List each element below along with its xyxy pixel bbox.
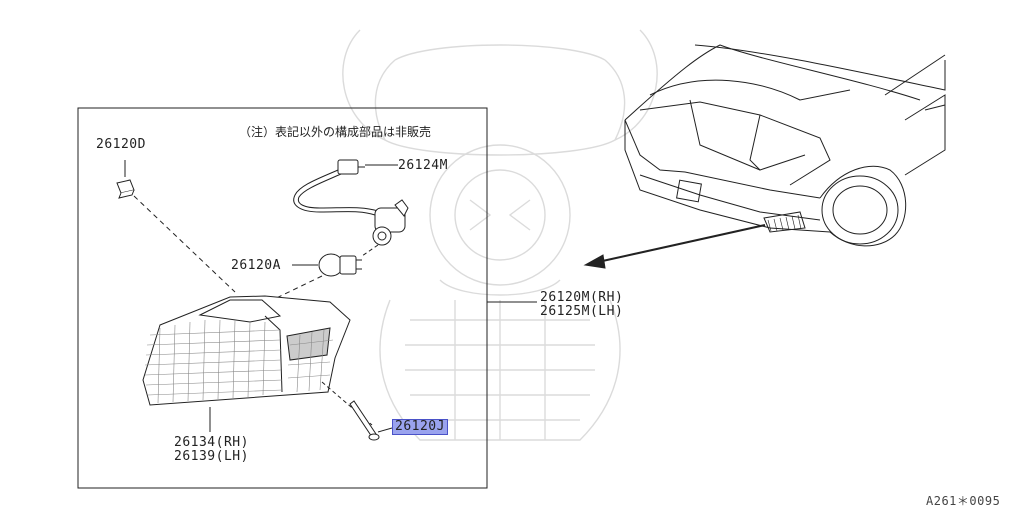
harness-socket-part [293, 159, 409, 246]
part-number-assembly-lh[interactable]: 26125M(LH) [540, 304, 624, 319]
watermark-emblem [342, 29, 658, 441]
screw-part [349, 400, 380, 441]
lamp-assembly-part [142, 295, 351, 406]
part-number-screw-highlighted[interactable]: 26120J [392, 419, 448, 435]
lens-grid [144, 319, 334, 404]
bulb-part [318, 253, 362, 277]
clip-part [116, 179, 135, 199]
car-lamp-hatching [767, 214, 802, 232]
part-number-lens-lh[interactable]: 26139(LH) [174, 449, 249, 464]
screw-dashed-line [321, 381, 373, 426]
part-number-assembly-rh[interactable]: 26120M(RH) [540, 290, 624, 305]
part-number-bulb[interactable]: 26120A [231, 258, 281, 273]
part-number-lens-rh[interactable]: 26134(RH) [174, 435, 249, 450]
part-number-clip[interactable]: 26120D [96, 137, 146, 152]
socket-dashed-line [361, 244, 379, 257]
not-sold-note: （注）表記以外の構成部品は非販売 [239, 125, 432, 139]
figure-code: A261＊0095 [926, 494, 1001, 508]
part-number-harness[interactable]: 26124M [398, 158, 448, 173]
detail-frame [77, 107, 488, 489]
car-front-illustration [624, 44, 946, 247]
screw-leader [377, 427, 393, 433]
clip-dashed-line [133, 195, 236, 293]
location-arrow [583, 224, 766, 269]
